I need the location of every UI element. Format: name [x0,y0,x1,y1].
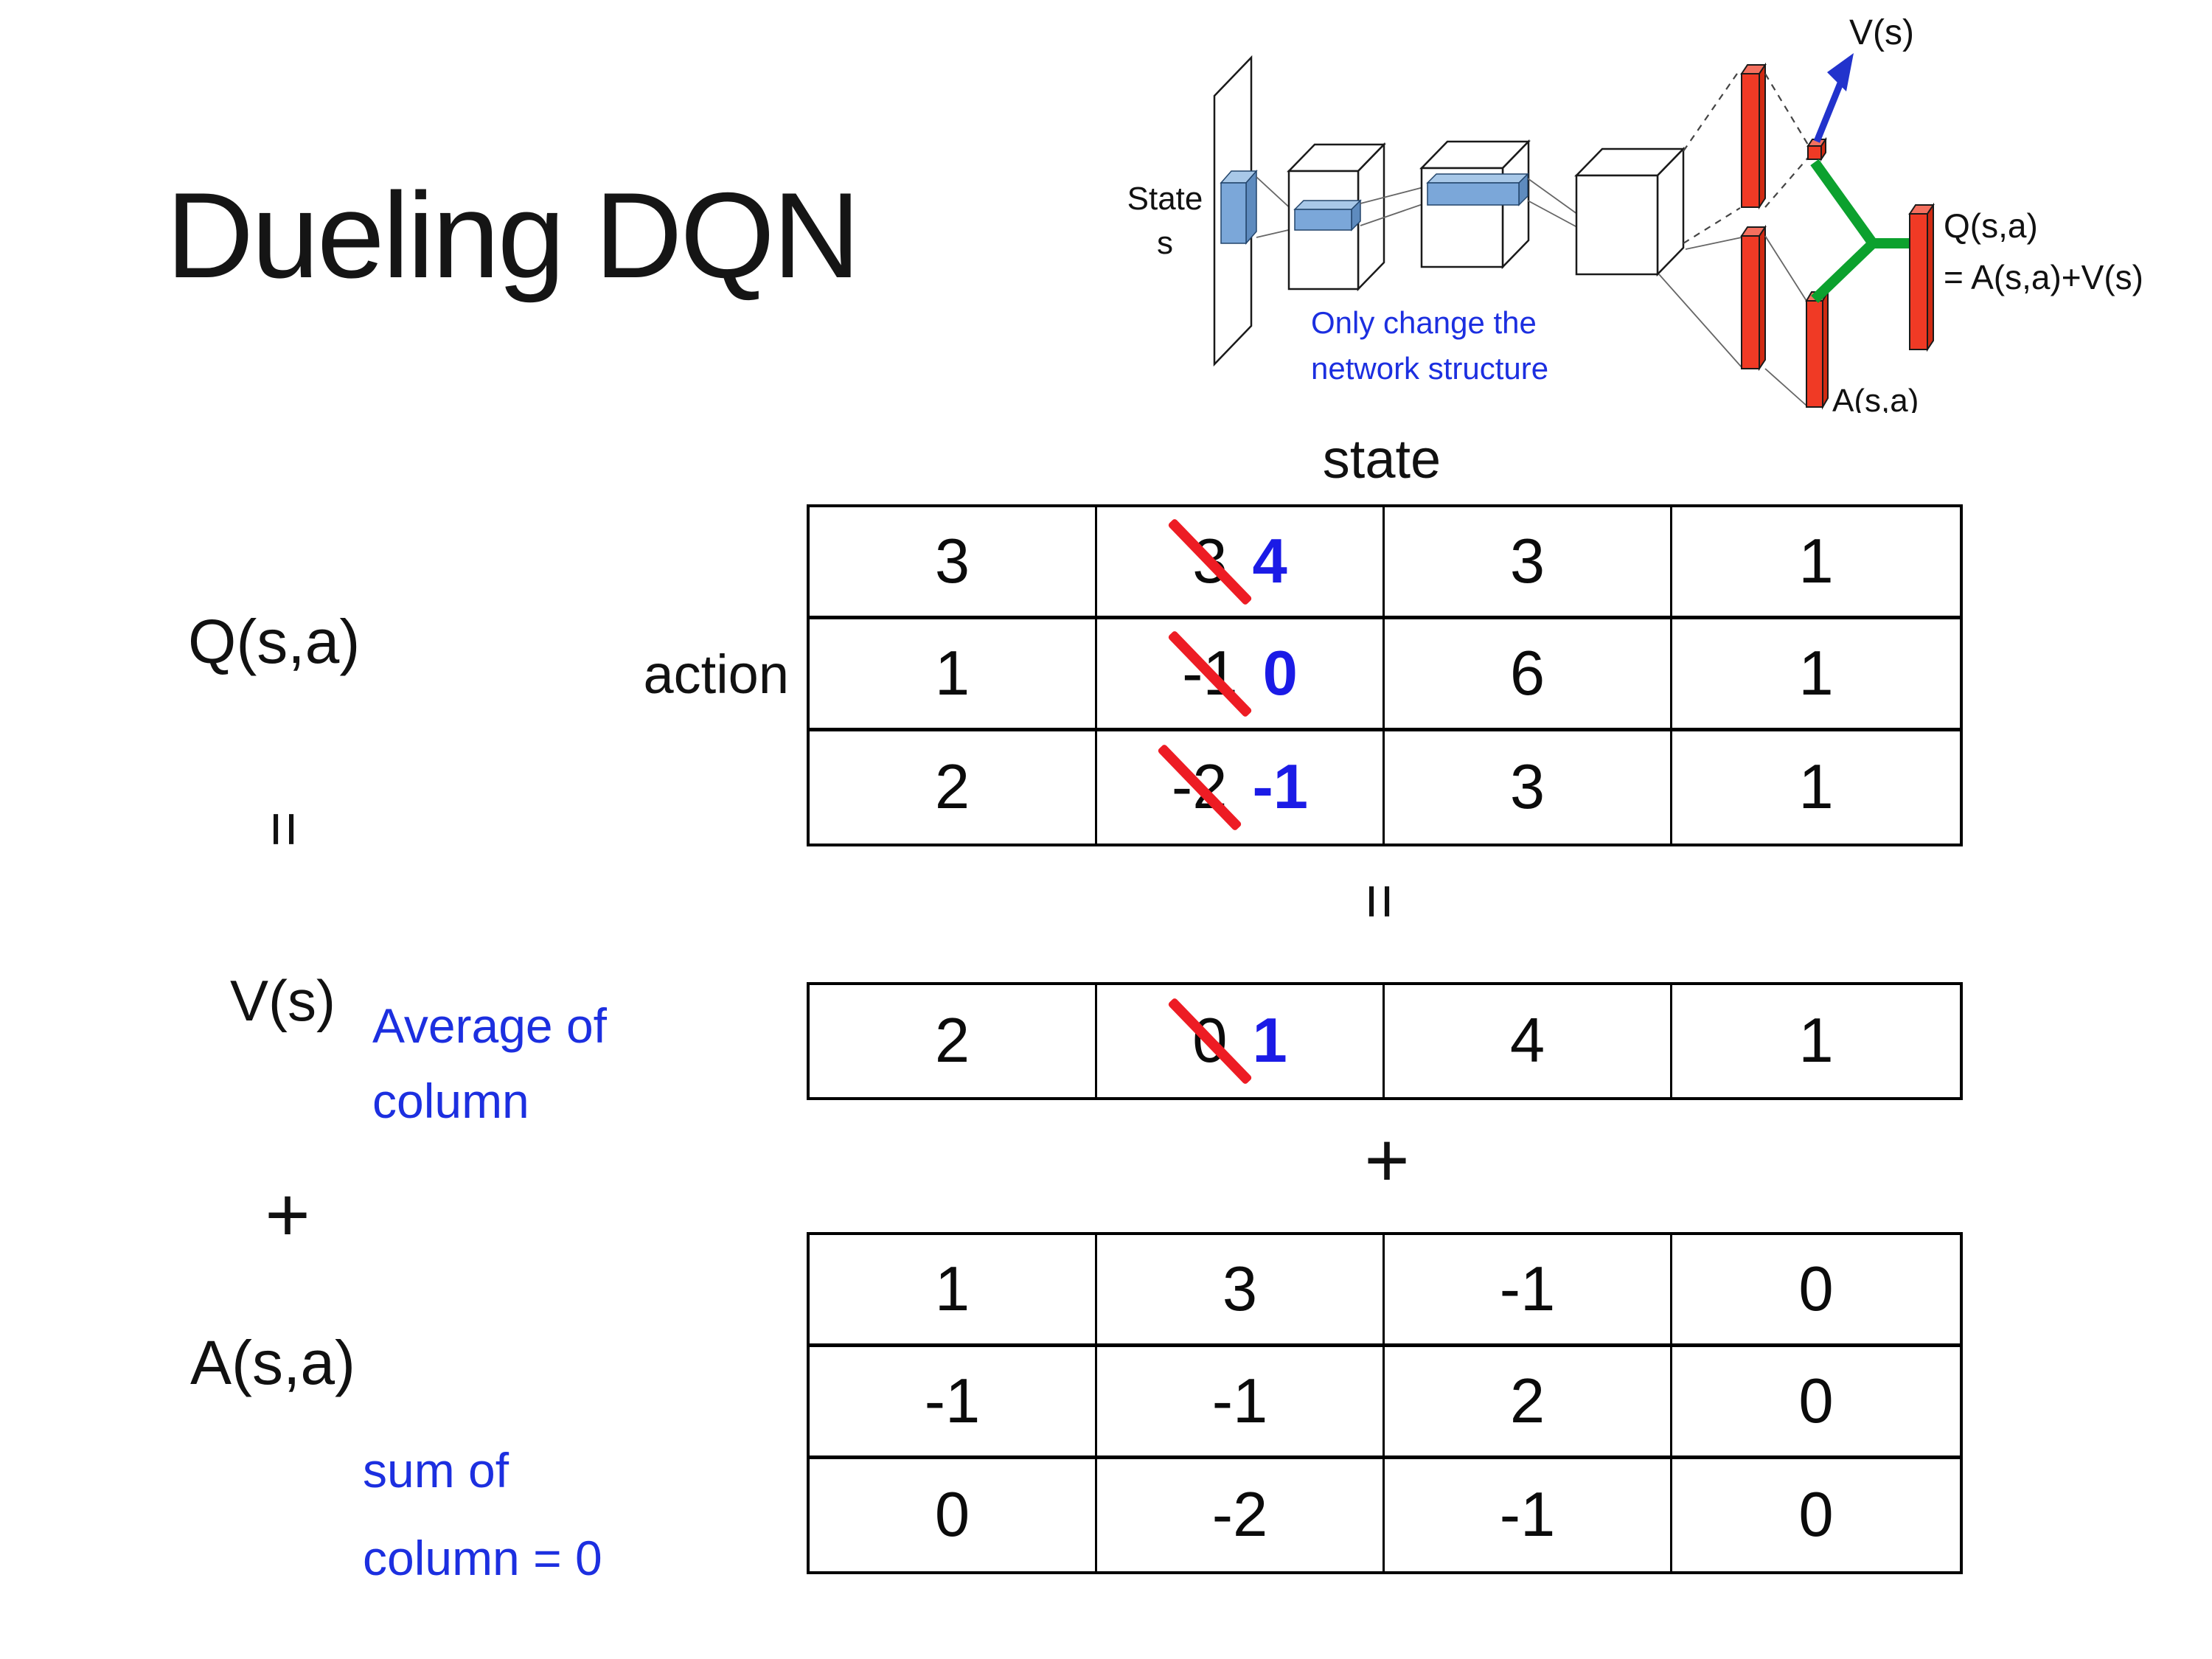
v-arrowhead [1827,53,1854,91]
plus-left-symbol: + [265,1172,310,1258]
q-output-label-line1: Q(s,a) [1944,206,2038,245]
table-cell: 3 [810,507,1097,619]
connection-line [1764,368,1807,406]
table-cell: -1 [810,1347,1097,1459]
table-cell: 3 [1385,731,1672,844]
table-cell: -1 0 [1097,619,1385,731]
network-note-line2: network structure [1311,351,1548,386]
dashed-connection [1764,73,1809,145]
q-output-label-line2: = A(s,a)+V(s) [1944,258,2143,296]
table-cell: -1 [1385,1459,1672,1571]
corrected-new-value: 1 [1252,1006,1287,1076]
table-cell: 0 [1672,1347,1960,1459]
action-axis-label: action [643,644,789,705]
table-cell: 3 [1385,507,1672,619]
fc-advantage-bar-side [1759,224,1766,372]
corrected-new-value: 4 [1252,526,1287,597]
table-cell: 1 [810,619,1097,731]
dueling-network-diagram: State s [1127,13,2143,413]
state-axis-label: state [1322,428,1441,490]
fc-value-bar-side [1759,62,1766,210]
average-note: Average of column [372,998,608,1129]
table-cell: 4 [1385,985,1672,1097]
table-cell: 1 [1798,1006,1834,1076]
v-node [1807,145,1822,160]
table-cell: 6 [1385,619,1672,731]
q-term-label: Q(s,a) [188,607,361,676]
plus-mid-symbol: + [1364,1117,1410,1203]
dashed-connection [1683,69,1741,152]
v-arrow [1813,78,1846,143]
table-cell: -2 [1097,1459,1385,1571]
q-output-bar-side [1927,202,1934,352]
table-cell: 3 [1097,1235,1385,1347]
conv2-feature-top [1426,173,1529,184]
fc-value-bar [1741,73,1760,208]
input-feature-box-side [1245,170,1257,245]
conv1-box-side [1357,142,1385,292]
a-term-label: A(s,a) [190,1328,356,1397]
table-cell: -2 -1 [1097,731,1385,844]
v-output-label: V(s) [1849,13,1914,52]
struck-old-value: -1 [1182,638,1238,709]
a-output-bar-side [1822,289,1829,410]
conv1-feature-top [1293,200,1362,210]
table-cell: 1 [1672,619,1960,731]
conv-line [1360,201,1430,226]
conv1-feature [1294,209,1352,231]
q-output-bar [1909,213,1928,350]
dashed-connection [1683,207,1741,244]
a-output-label: A(s,a) [1832,383,1919,413]
table-cell: 1 [1798,752,1834,822]
equals-mid-symbol: = [1346,883,1416,919]
table-cell: 0 [810,1459,1097,1571]
input-feature-box [1220,182,1247,244]
table-cell: -1 [1097,1347,1385,1459]
corrected-new-value: 0 [1262,638,1298,709]
conv2-feature [1427,182,1520,206]
table-cell: 2 [1385,1347,1672,1459]
corrected-new-value: -1 [1252,752,1309,822]
equals-left-symbol: = [250,810,320,847]
table-cell: 2 [810,985,1097,1097]
struck-old-value: 3 [1192,526,1228,597]
dashed-connection [1764,157,1809,208]
conv3-box [1575,174,1659,276]
a-output-bar [1806,300,1823,408]
table-cell: 2 [810,731,1097,844]
state-input-label-line2: s [1157,225,1173,261]
connection-line [1764,235,1807,302]
connection-line [1685,237,1742,250]
aggregator-y [1810,159,1880,304]
v-term-label: V(s) [230,968,335,1033]
table-cell: 1 [810,1235,1097,1347]
struck-old-value: 0 [1192,1006,1228,1076]
table-cell: 1 [1672,507,1960,619]
page-title: Dueling DQN [166,167,860,303]
struck-old-value: -2 [1171,752,1228,822]
table-cell: 0 [1798,1480,1834,1550]
sum-note: sum of column = 0 [363,1443,602,1585]
conv-line [1360,185,1430,204]
connection-line [1658,274,1742,368]
table-cell: -1 [1385,1235,1672,1347]
state-input-label-line1: State [1127,181,1203,217]
table-cell: 0 [1672,1235,1960,1347]
network-note-line1: Only change the [1311,305,1537,340]
fc-advantage-bar [1741,235,1760,369]
